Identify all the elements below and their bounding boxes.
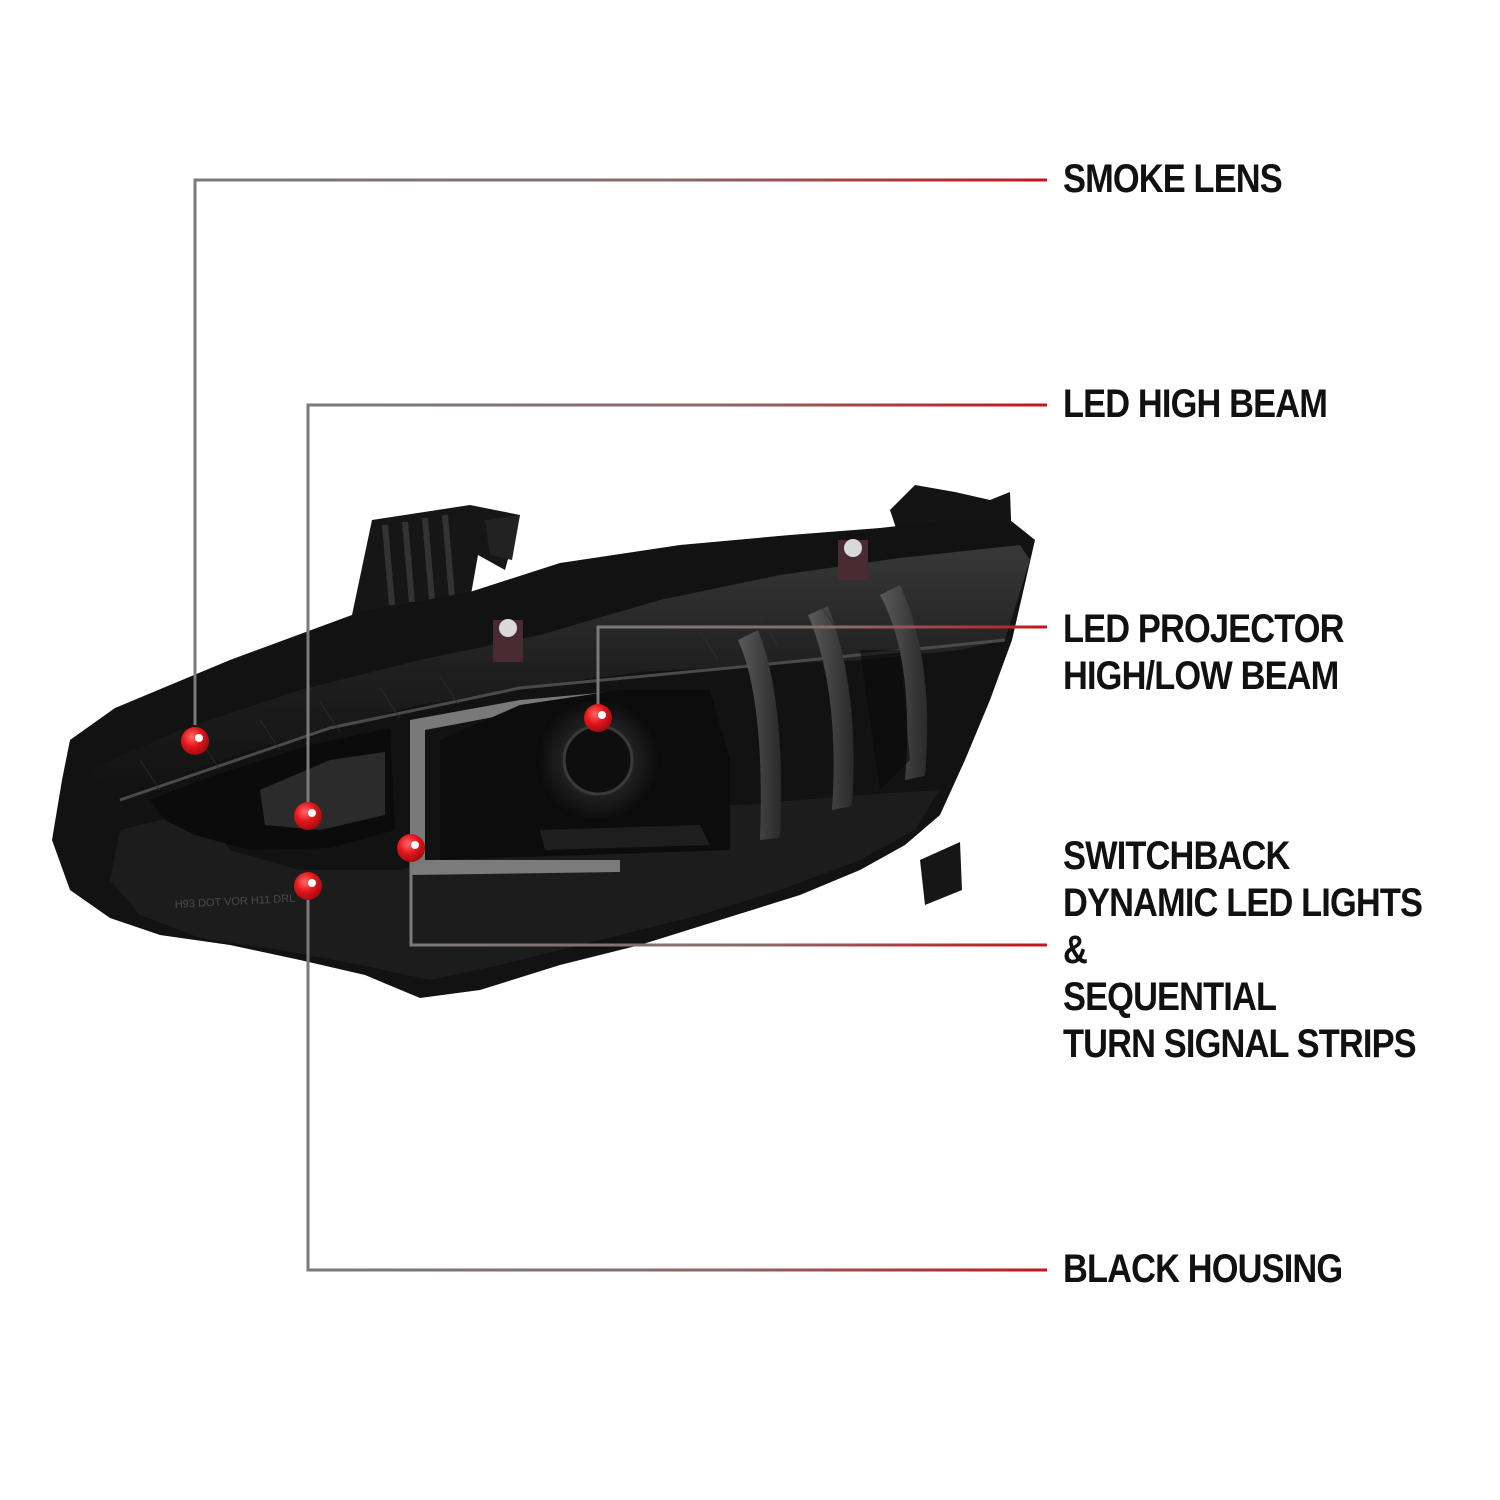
lower-lens-band (110, 790, 940, 980)
callout-led-high-beam-line-1: LED HIGH BEAM (1063, 382, 1328, 426)
rear-bracket (352, 505, 520, 615)
leader-line-smoke-lens (193, 178, 1047, 725)
dot-black-housing (294, 872, 322, 900)
callout-switchback-line-5: TURN SIGNAL STRIPS (1063, 1022, 1417, 1066)
bolt-left (493, 619, 523, 662)
sequential-strip-2 (808, 606, 854, 810)
dot-led-projector (584, 704, 612, 732)
sequential-strip-1 (738, 630, 782, 840)
callout-black-housing-line-1: BLACK HOUSING (1063, 1247, 1343, 1291)
callout-led-projector-line-2: HIGH/LOW BEAM (1063, 654, 1339, 698)
callout-led-projector-line-1: LED PROJECTOR (1063, 607, 1345, 651)
leader-line-black-housing (306, 888, 1047, 1272)
callout-black-housing: BLACK HOUSING (1063, 1246, 1343, 1293)
callout-switchback-line-4: SEQUENTIAL (1063, 975, 1277, 1019)
callout-smoke-lens-line-1: SMOKE LENS (1063, 157, 1283, 201)
callout-led-projector: LED PROJECTOR HIGH/LOW BEAM (1063, 606, 1345, 700)
smoke-lens-band (90, 545, 1030, 800)
callout-switchback-line-3: & (1063, 928, 1088, 972)
bolt-right (838, 539, 868, 580)
callout-switchback-line-1: SWITCHBACK (1063, 834, 1290, 878)
leader-line-led-projector (596, 625, 1047, 718)
callout-led-high-beam: LED HIGH BEAM (1063, 381, 1328, 428)
leader-lines (193, 178, 1047, 1272)
callout-switchback: SWITCHBACK DYNAMIC LED LIGHTS & SEQUENTI… (1063, 833, 1423, 1068)
sequential-strip-3 (880, 585, 928, 780)
callout-switchback-line-2: DYNAMIC LED LIGHTS (1063, 881, 1423, 925)
dot-led-high-beam (294, 802, 322, 830)
dot-switchback (397, 834, 425, 862)
leader-line-switchback (409, 848, 1047, 947)
callout-dots (181, 704, 612, 900)
callout-smoke-lens: SMOKE LENS (1063, 156, 1283, 203)
dot-smoke-lens (181, 727, 209, 755)
leader-line-led-high-beam (306, 403, 1047, 815)
mounting-tab-bottom (920, 842, 962, 905)
